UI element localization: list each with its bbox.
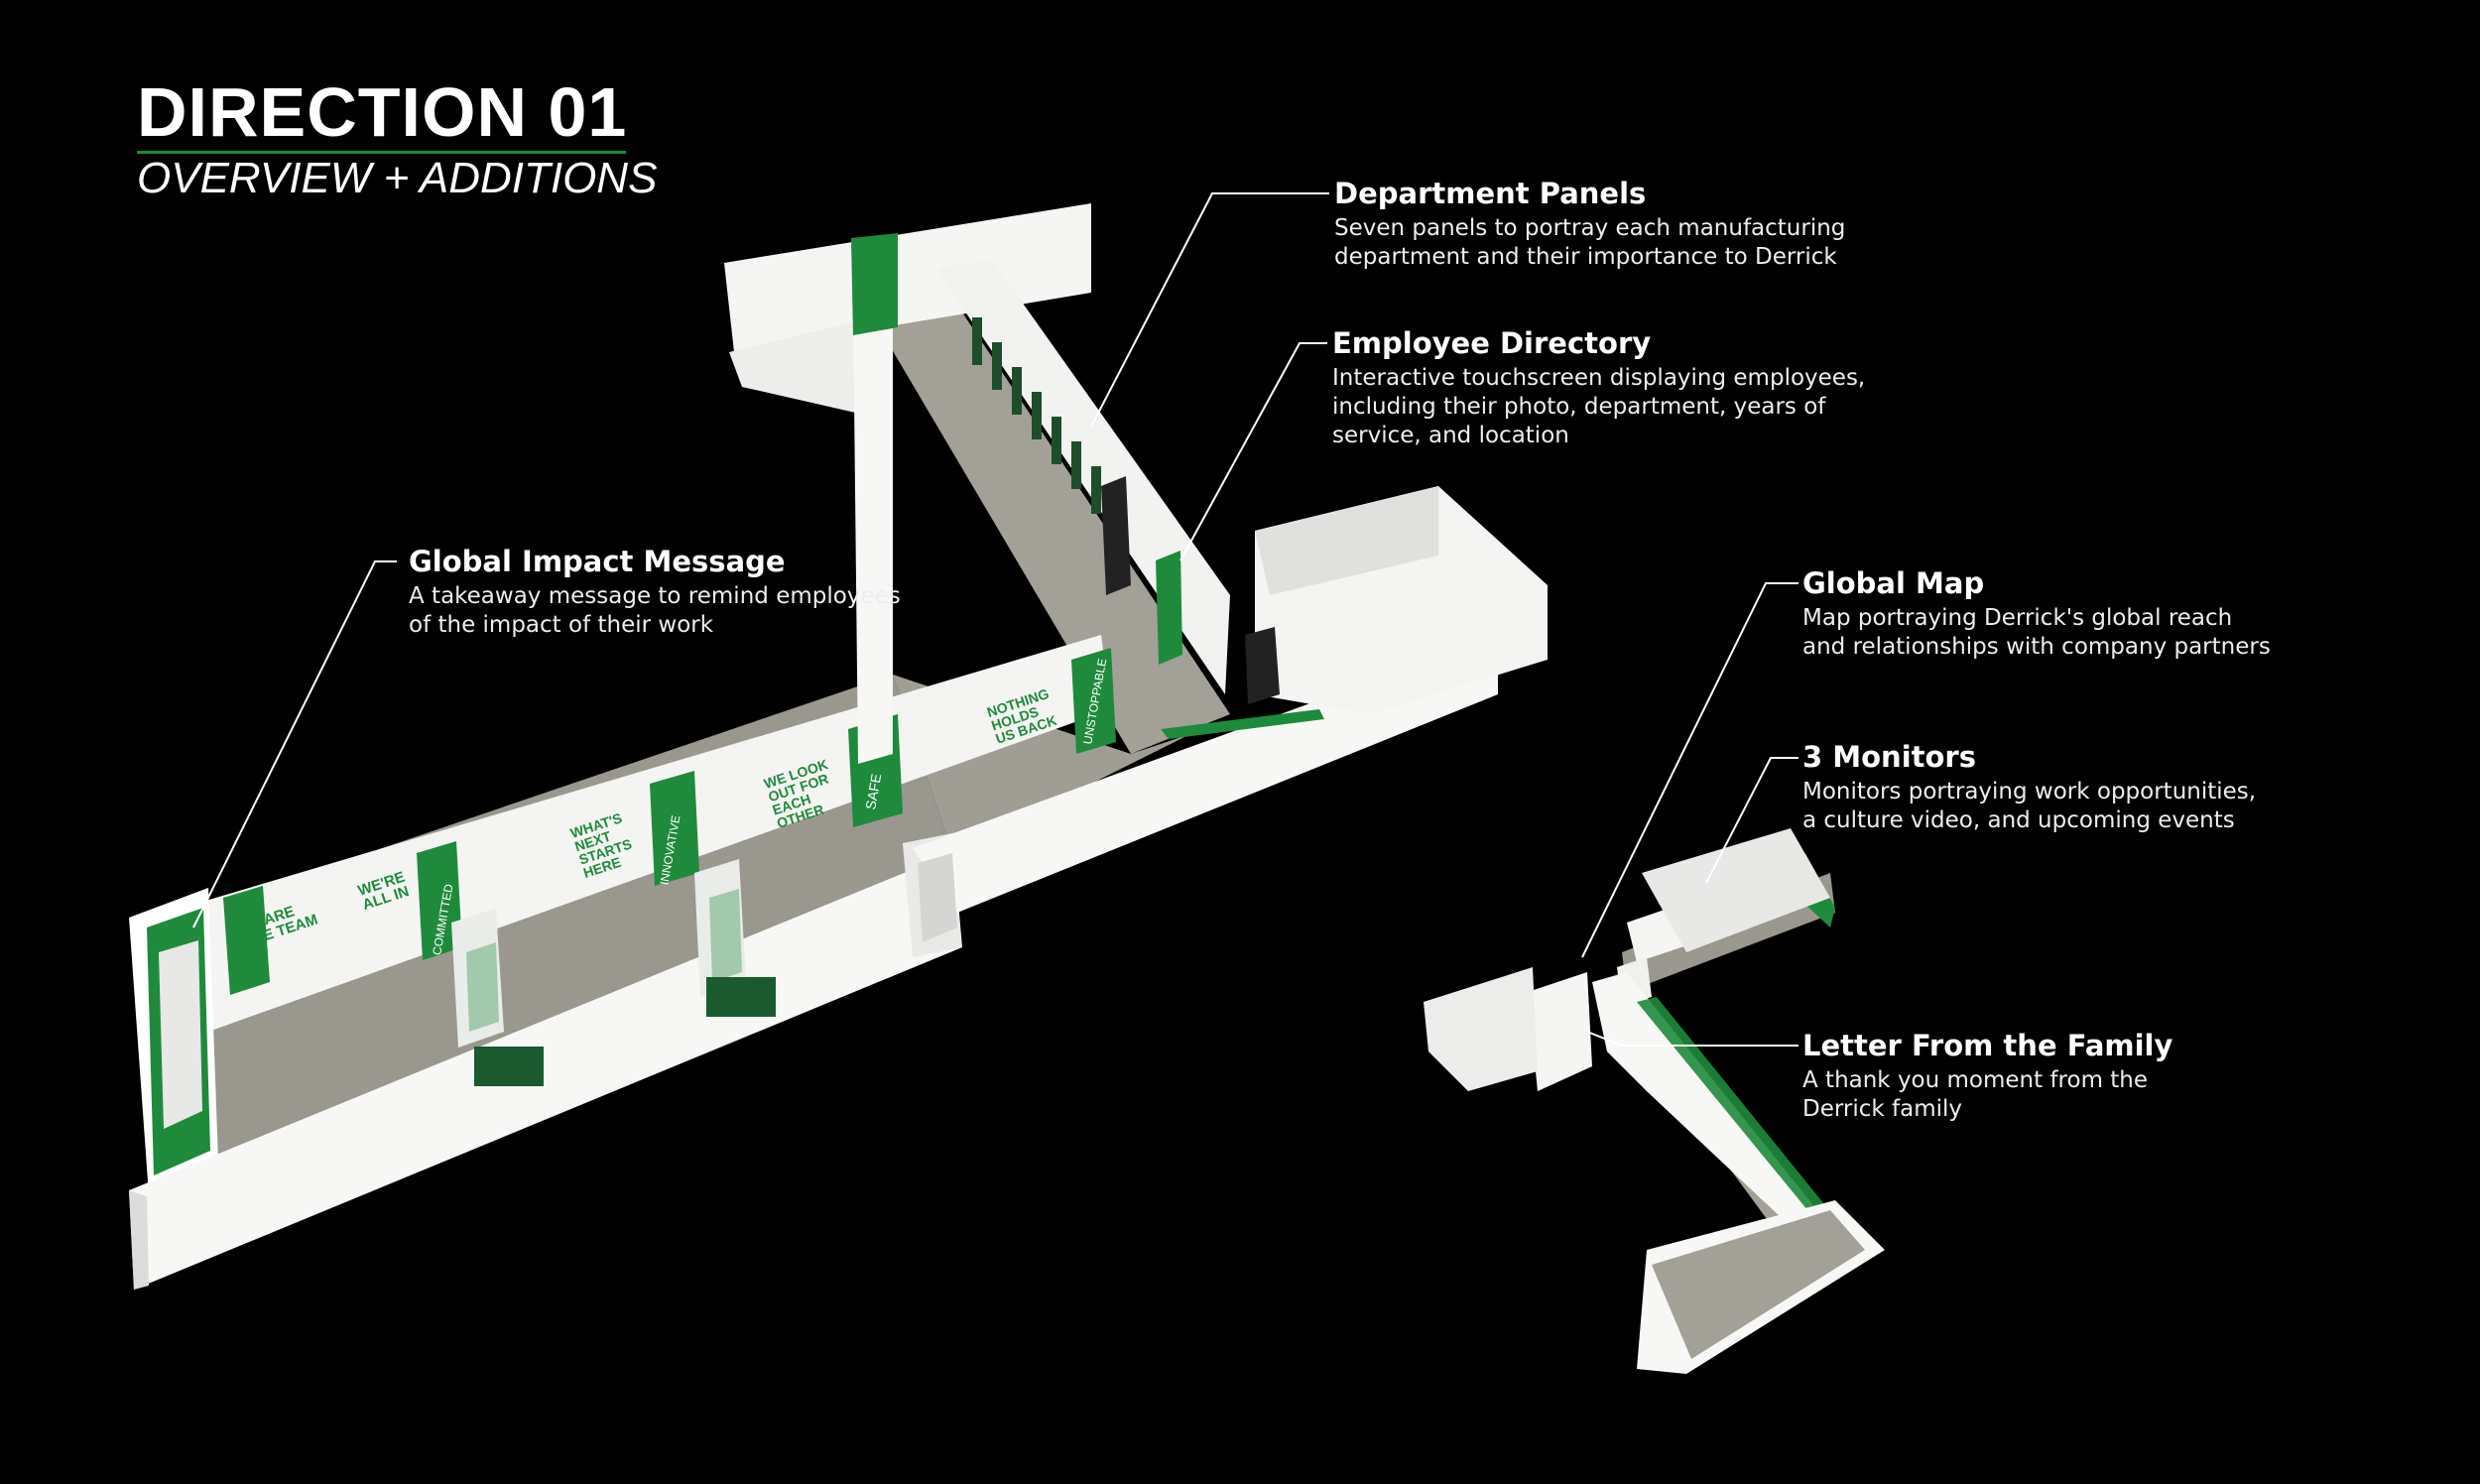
annotation-line: A thank you moment from the [1802, 1066, 2149, 1093]
leader-line-employee-directory [1179, 342, 1327, 561]
annotation-title: Global Impact Message [409, 545, 786, 578]
leader-line-three-monitors [1705, 757, 1798, 884]
leader-line-department-panels [1090, 192, 1329, 428]
annotation-letter-from-family: Letter From the Family A thank you momen… [1802, 1029, 2173, 1124]
annotation-line: of the impact of their work [409, 611, 714, 638]
annotation-line: A takeaway message to remind employees [409, 582, 901, 609]
annotation-title: Department Panels [1334, 177, 1647, 210]
annotation-global-map: Global Map Map portraying Derrick's glob… [1802, 566, 2271, 662]
title-underline [137, 151, 626, 154]
page-title: DIRECTION 01 [137, 73, 628, 151]
annotation-title: Employee Directory [1332, 326, 1652, 360]
annotation-line: department and their importance to Derri… [1334, 243, 1837, 270]
annotation-line: service, and location [1332, 422, 1569, 448]
annotation-department-panels: Department Panels Seven panels to portra… [1334, 177, 1846, 272]
page-subtitle: OVERVIEW + ADDITIONS [137, 154, 658, 202]
leader-lines [192, 192, 1798, 1047]
annotation-title: Letter From the Family [1802, 1029, 2173, 1062]
leader-line-letter-from-family [1586, 1031, 1798, 1047]
annotation-three-monitors: 3 Monitors Monitors portraying work oppo… [1802, 740, 2257, 835]
leader-line-global-impact [192, 560, 397, 928]
annotation-line: and relationships with company partners [1802, 633, 2271, 660]
annotation-line: Interactive touchscreen displaying emplo… [1332, 364, 1866, 391]
small-floor-plan [1424, 828, 1885, 1374]
annotation-employee-directory: Employee Directory Interactive touchscre… [1332, 326, 1866, 450]
annotation-line: Map portraying Derrick's global reach [1802, 604, 2233, 631]
annotation-global-impact-message: Global Impact Message A takeaway message… [409, 545, 901, 640]
annotation-line: including their photo, department, years… [1332, 393, 1826, 420]
annotation-line: Derrick family [1802, 1095, 1963, 1122]
main-floor-plan [129, 203, 1548, 1290]
annotation-line: Monitors portraying work opportunities, [1802, 778, 2257, 804]
annotation-title: Global Map [1802, 566, 1985, 600]
leader-line-global-map [1581, 582, 1798, 958]
annotation-line: Seven panels to portray each manufacturi… [1334, 214, 1846, 241]
annotation-title: 3 Monitors [1802, 740, 1976, 774]
annotation-line: a culture video, and upcoming events [1802, 806, 2235, 833]
